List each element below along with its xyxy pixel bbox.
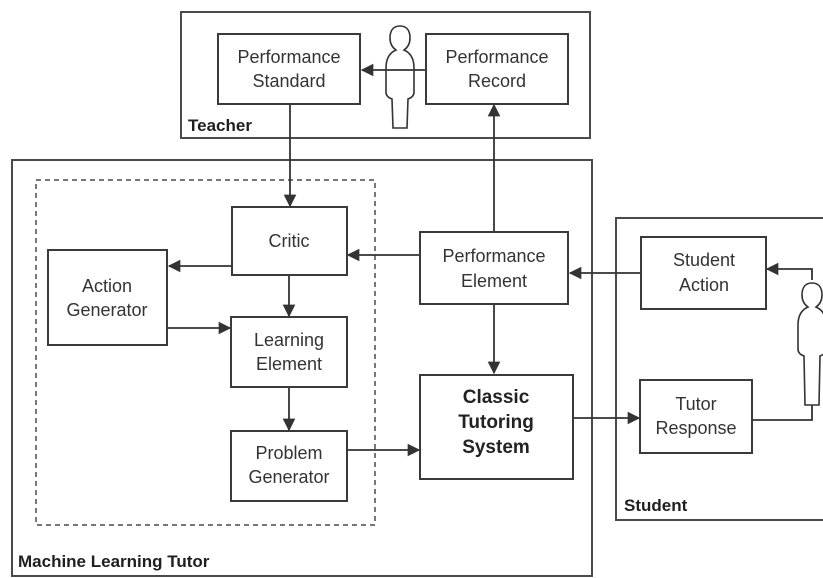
- svg-text:Action: Action: [82, 276, 132, 296]
- node-classic-tutoring-system: Classic Tutoring System: [419, 374, 574, 480]
- person-icon: [797, 282, 823, 406]
- student-region-label: Student: [624, 496, 688, 515]
- node-label-line: Critic: [269, 231, 310, 251]
- node-label-line: Tutoring: [458, 412, 534, 433]
- node-label-line: Performance: [237, 47, 340, 67]
- node-label-line: Element: [256, 354, 322, 374]
- node-label-line: Generator: [66, 300, 147, 320]
- svg-text:Problem: Problem: [255, 443, 322, 463]
- node-label-line: Student: [673, 250, 735, 270]
- svg-text:Learning: Learning: [254, 330, 324, 350]
- node-label-line: Element: [461, 271, 527, 291]
- node-label-line: Performance: [445, 47, 548, 67]
- edge-student-to-student-action: [765, 262, 813, 280]
- svg-text:Student: Student: [673, 250, 735, 270]
- svg-text:Generator: Generator: [66, 300, 147, 320]
- svg-text:Element: Element: [461, 271, 527, 291]
- svg-text:Standard: Standard: [252, 71, 325, 91]
- svg-text:Tutoring: Tutoring: [458, 412, 534, 433]
- machine-learning-tutor-region-label: Machine Learning Tutor: [18, 552, 210, 571]
- node-label-line: Learning: [254, 330, 324, 350]
- node-label-line: Problem: [255, 443, 322, 463]
- svg-text:Generator: Generator: [248, 467, 329, 487]
- node-label-line: Record: [468, 71, 526, 91]
- node-label-line: Generator: [248, 467, 329, 487]
- node-problem-generator: Problem Generator: [230, 430, 348, 502]
- svg-text:Performance: Performance: [442, 246, 545, 266]
- svg-text:Response: Response: [655, 418, 736, 438]
- svg-text:Critic: Critic: [269, 231, 310, 251]
- student-region: Student: [615, 217, 823, 521]
- edge-tutor-response-to-student: [752, 405, 813, 421]
- svg-text:Classic: Classic: [463, 387, 530, 408]
- node-performance-element: Performance Element: [419, 231, 569, 305]
- node-tutor-response: Tutor Response: [639, 379, 753, 454]
- node-label-line: Tutor: [675, 394, 716, 414]
- node-label-line: Action: [82, 276, 132, 296]
- node-performance-standard: Performance Standard: [217, 33, 361, 105]
- svg-text:Record: Record: [468, 71, 526, 91]
- teacher-figure: [385, 25, 415, 129]
- node-label-line: Performance: [442, 246, 545, 266]
- node-student-action: Student Action: [640, 236, 767, 310]
- edges: [167, 63, 813, 457]
- node-learning-element: Learning Element: [230, 316, 348, 388]
- node-label-line: System: [462, 437, 530, 458]
- node-label-line: Standard: [252, 71, 325, 91]
- svg-text:Performance: Performance: [237, 47, 340, 67]
- svg-text:Performance: Performance: [445, 47, 548, 67]
- machine-learning-tutor-region: Machine Learning Tutor: [11, 159, 593, 577]
- svg-text:System: System: [462, 437, 530, 458]
- node-performance-record: Performance Record: [425, 33, 569, 105]
- student-figure: [797, 282, 823, 406]
- teacher-region-label: Teacher: [188, 116, 252, 135]
- svg-text:Element: Element: [256, 354, 322, 374]
- node-critic: Critic: [231, 206, 348, 276]
- node-action-generator: Action Generator: [47, 249, 168, 346]
- teacher-region: Teacher: [180, 11, 591, 139]
- svg-text:Tutor: Tutor: [675, 394, 716, 414]
- node-label-line: Response: [655, 418, 736, 438]
- svg-text:Action: Action: [679, 275, 729, 295]
- person-icon: [385, 25, 415, 129]
- node-label-line: Action: [679, 275, 729, 295]
- node-label-line: Classic: [463, 387, 530, 408]
